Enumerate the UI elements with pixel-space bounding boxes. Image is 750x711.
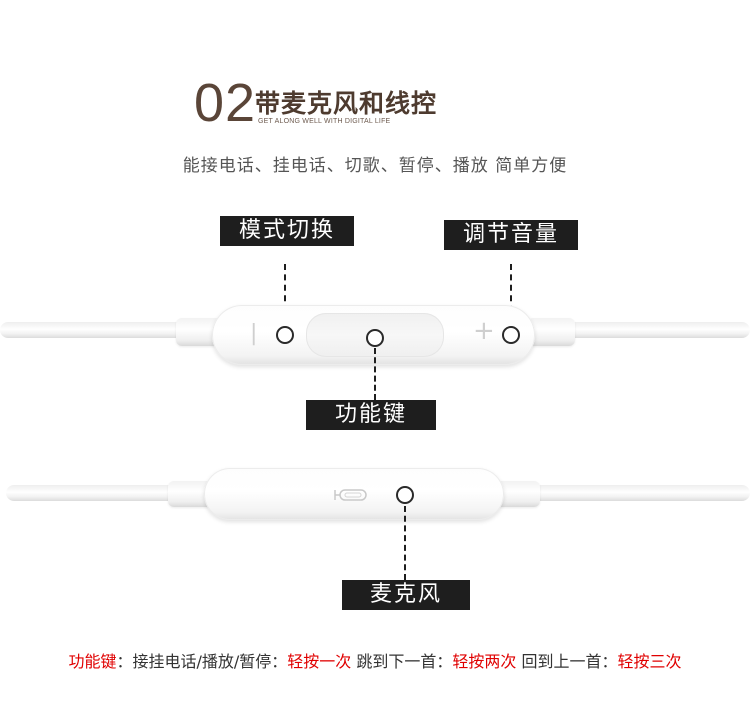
footer-colon: ： <box>116 652 133 671</box>
label-volume: 调节音量 <box>444 220 578 250</box>
cable-left-bottom <box>6 485 186 501</box>
section-title: 带麦克风和线控 <box>255 89 438 118</box>
label-mode-switch: 模式切换 <box>220 216 354 246</box>
label-microphone: 麦克风 <box>342 580 470 610</box>
footer-press-thrice: 轻按三次 <box>617 652 682 671</box>
plus-icon[interactable]: + <box>473 316 495 346</box>
footer-function-key-label: 功能键 <box>68 652 117 671</box>
section-number: 02 <box>194 73 257 133</box>
microphone-icon <box>334 487 368 506</box>
cable-right-bottom <box>530 485 750 501</box>
cable-collar-right-top <box>527 318 575 346</box>
cable-right-top <box>560 322 750 338</box>
cable-left-top <box>0 322 195 338</box>
footer-prev-text: 回到上一首： <box>521 652 618 671</box>
feature-description: 能接电话、挂电话、切歌、暂停、播放 简单方便 <box>182 156 568 176</box>
minus-icon[interactable]: | <box>250 321 258 346</box>
connector-microphone <box>404 506 406 580</box>
section-subtitle: GET ALONG WELL WITH DIGITAL LIFE <box>258 118 391 125</box>
marker-microphone <box>396 486 414 504</box>
footer-press-twice: 轻按两次 <box>452 652 517 671</box>
marker-volume <box>502 326 520 344</box>
footer-next-text: 跳到下一首： <box>356 652 453 671</box>
connector-volume <box>510 264 512 322</box>
remote-body-bottom <box>204 468 504 520</box>
marker-mode-switch <box>276 326 294 344</box>
footer-instructions: 功能键：接挂电话/播放/暂停：轻按一次 跳到下一首：轻按两次 回到上一首：轻按三… <box>0 648 750 672</box>
marker-function-key <box>366 329 384 347</box>
footer-answer-text: 接挂电话/播放/暂停： <box>132 652 288 671</box>
footer-press-once: 轻按一次 <box>287 652 352 671</box>
connector-function-key <box>374 348 376 400</box>
label-function-key: 功能键 <box>306 400 436 430</box>
connector-mode-switch <box>284 264 286 322</box>
